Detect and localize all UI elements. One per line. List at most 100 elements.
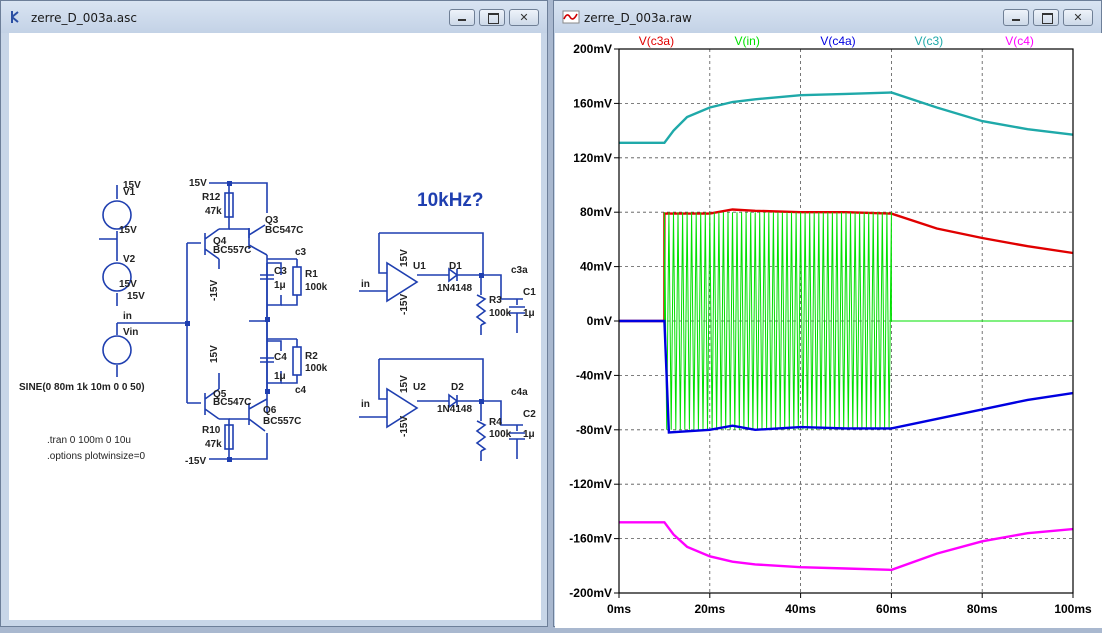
close-icon: ✕	[519, 10, 529, 24]
y-tick-label: 80mV	[580, 205, 612, 219]
x-tick-label: 100ms	[1054, 602, 1092, 616]
q3-label: Q3	[265, 215, 279, 226]
schematic-title: zerre_D_003a.asc	[31, 11, 137, 25]
u1-neg-supply: -15V	[399, 294, 410, 315]
minimize-button[interactable]	[1003, 9, 1029, 26]
v1-top-label: 15V	[123, 180, 141, 191]
options-directive[interactable]: .options plotwinsize=0	[47, 451, 146, 462]
u2-neg-supply: -15V	[399, 416, 410, 437]
c3-net-label: c3	[295, 247, 307, 258]
v2-label: V2	[123, 254, 136, 265]
r3-label: R3	[489, 295, 502, 306]
v2-top-label: 15V	[119, 279, 137, 290]
x-tick-label: 80ms	[967, 602, 998, 616]
maximize-button[interactable]	[1033, 9, 1059, 26]
series-line-vc3	[619, 91, 1074, 144]
series-line-vc4	[619, 521, 1074, 572]
junction-dots	[185, 181, 484, 462]
bottom-neg15v-label: -15V	[185, 456, 206, 467]
top-15v-label: 15V	[189, 178, 207, 189]
r12-value: 47k	[205, 206, 222, 217]
q6-value: BC557C	[263, 416, 301, 427]
ltspice-schematic-icon	[11, 11, 19, 23]
x-tick-label: 20ms	[694, 602, 725, 616]
u1-pos-supply: 15V	[399, 249, 410, 267]
close-button[interactable]: ✕	[509, 9, 539, 26]
c4-value: 1μ	[274, 371, 286, 382]
d1-label: D1	[449, 261, 462, 272]
u1-label: U1	[413, 261, 426, 272]
schematic-drawing: 15V V1 15V V2 15V 15V in Vin SINE(0 80m …	[19, 178, 536, 467]
maximize-icon	[1042, 13, 1053, 24]
c2-value: 1μ	[523, 429, 535, 440]
x-tick-label: 60ms	[876, 602, 907, 616]
vin-label: Vin	[123, 327, 138, 338]
u2-pos-supply: 15V	[399, 375, 410, 393]
q5-value: BC547C	[213, 397, 251, 408]
close-icon: ✕	[1073, 10, 1083, 24]
r10-label: R10	[202, 425, 221, 436]
plot-title: zerre_D_003a.raw	[584, 11, 692, 25]
q5-label: Q5	[213, 389, 227, 400]
v2-bottom-label: 15V	[127, 291, 145, 302]
c2-label: C2	[523, 409, 536, 420]
minimize-icon	[1012, 19, 1020, 21]
x-tick-label: 40ms	[785, 602, 816, 616]
v1-bottom-label: 15V	[119, 225, 137, 236]
y-tick-label: -160mV	[569, 532, 612, 546]
series-line-vc4a	[619, 319, 1074, 434]
plot-titlebar[interactable]: zerre_D_003a.raw ✕	[554, 1, 1101, 33]
schematic-window: zerre_D_003a.asc ✕	[0, 0, 548, 627]
r1-value: 100k	[305, 282, 328, 293]
legend-entry-vc3[interactable]: V(c3)	[914, 34, 943, 48]
close-button[interactable]: ✕	[1063, 9, 1093, 26]
r4-label: R4	[489, 417, 502, 428]
y-tick-label: 120mV	[573, 151, 612, 165]
tran-directive[interactable]: .tran 0 100m 0 10u	[47, 435, 131, 446]
u1-in-label: in	[361, 279, 370, 290]
maximize-icon	[488, 13, 499, 24]
frequency-note[interactable]: 10kHz?	[417, 190, 484, 211]
legend-entry-vc4a[interactable]: V(c4a)	[820, 34, 855, 48]
y-tick-label: -120mV	[569, 477, 612, 491]
legend-entry-vc3a[interactable]: V(c3a)	[639, 34, 674, 48]
q4-label: Q4	[213, 236, 227, 247]
c4a-net-label: c4a	[511, 387, 528, 398]
q4-neg15-label: -15V	[209, 280, 220, 301]
c1-label: C1	[523, 287, 536, 298]
y-tick-label: 160mV	[573, 96, 612, 110]
maximize-button[interactable]	[479, 9, 505, 26]
r2-label: R2	[305, 351, 318, 362]
v1-label: V1	[123, 187, 136, 198]
y-tick-label: -200mV	[569, 586, 612, 600]
schematic-canvas[interactable]: 15V V1 15V V2 15V 15V in Vin SINE(0 80m …	[9, 33, 541, 620]
legend-entry-vc4[interactable]: V(c4)	[1005, 34, 1034, 48]
waveform-icon	[562, 10, 580, 24]
y-tick-label: 40mV	[580, 260, 612, 274]
q3-value: BC547C	[265, 225, 303, 236]
u2-in-label: in	[361, 399, 370, 410]
r3-value: 100k	[489, 308, 512, 319]
series-line-vin	[619, 212, 1073, 430]
c4-net-label: c4	[295, 385, 307, 396]
d2-label: D2	[451, 382, 464, 393]
r4-value: 100k	[489, 429, 512, 440]
d1-value: 1N4148	[437, 283, 472, 294]
r12-label: R12	[202, 192, 221, 203]
sine-directive[interactable]: SINE(0 80m 1k 10m 0 0 50)	[19, 382, 145, 393]
r2-value: 100k	[305, 363, 328, 374]
d2-value: 1N4148	[437, 404, 472, 415]
r10-value: 47k	[205, 439, 222, 450]
legend-entry-vin[interactable]: V(in)	[735, 34, 760, 48]
in-net-label: in	[123, 311, 132, 322]
schematic-titlebar[interactable]: zerre_D_003a.asc ✕	[1, 1, 547, 33]
c3-label: C3	[274, 266, 287, 277]
minimize-button[interactable]	[449, 9, 475, 26]
c4-label: C4	[274, 352, 287, 363]
y-tick-label: -40mV	[576, 368, 612, 382]
y-tick-label: -80mV	[576, 423, 612, 437]
